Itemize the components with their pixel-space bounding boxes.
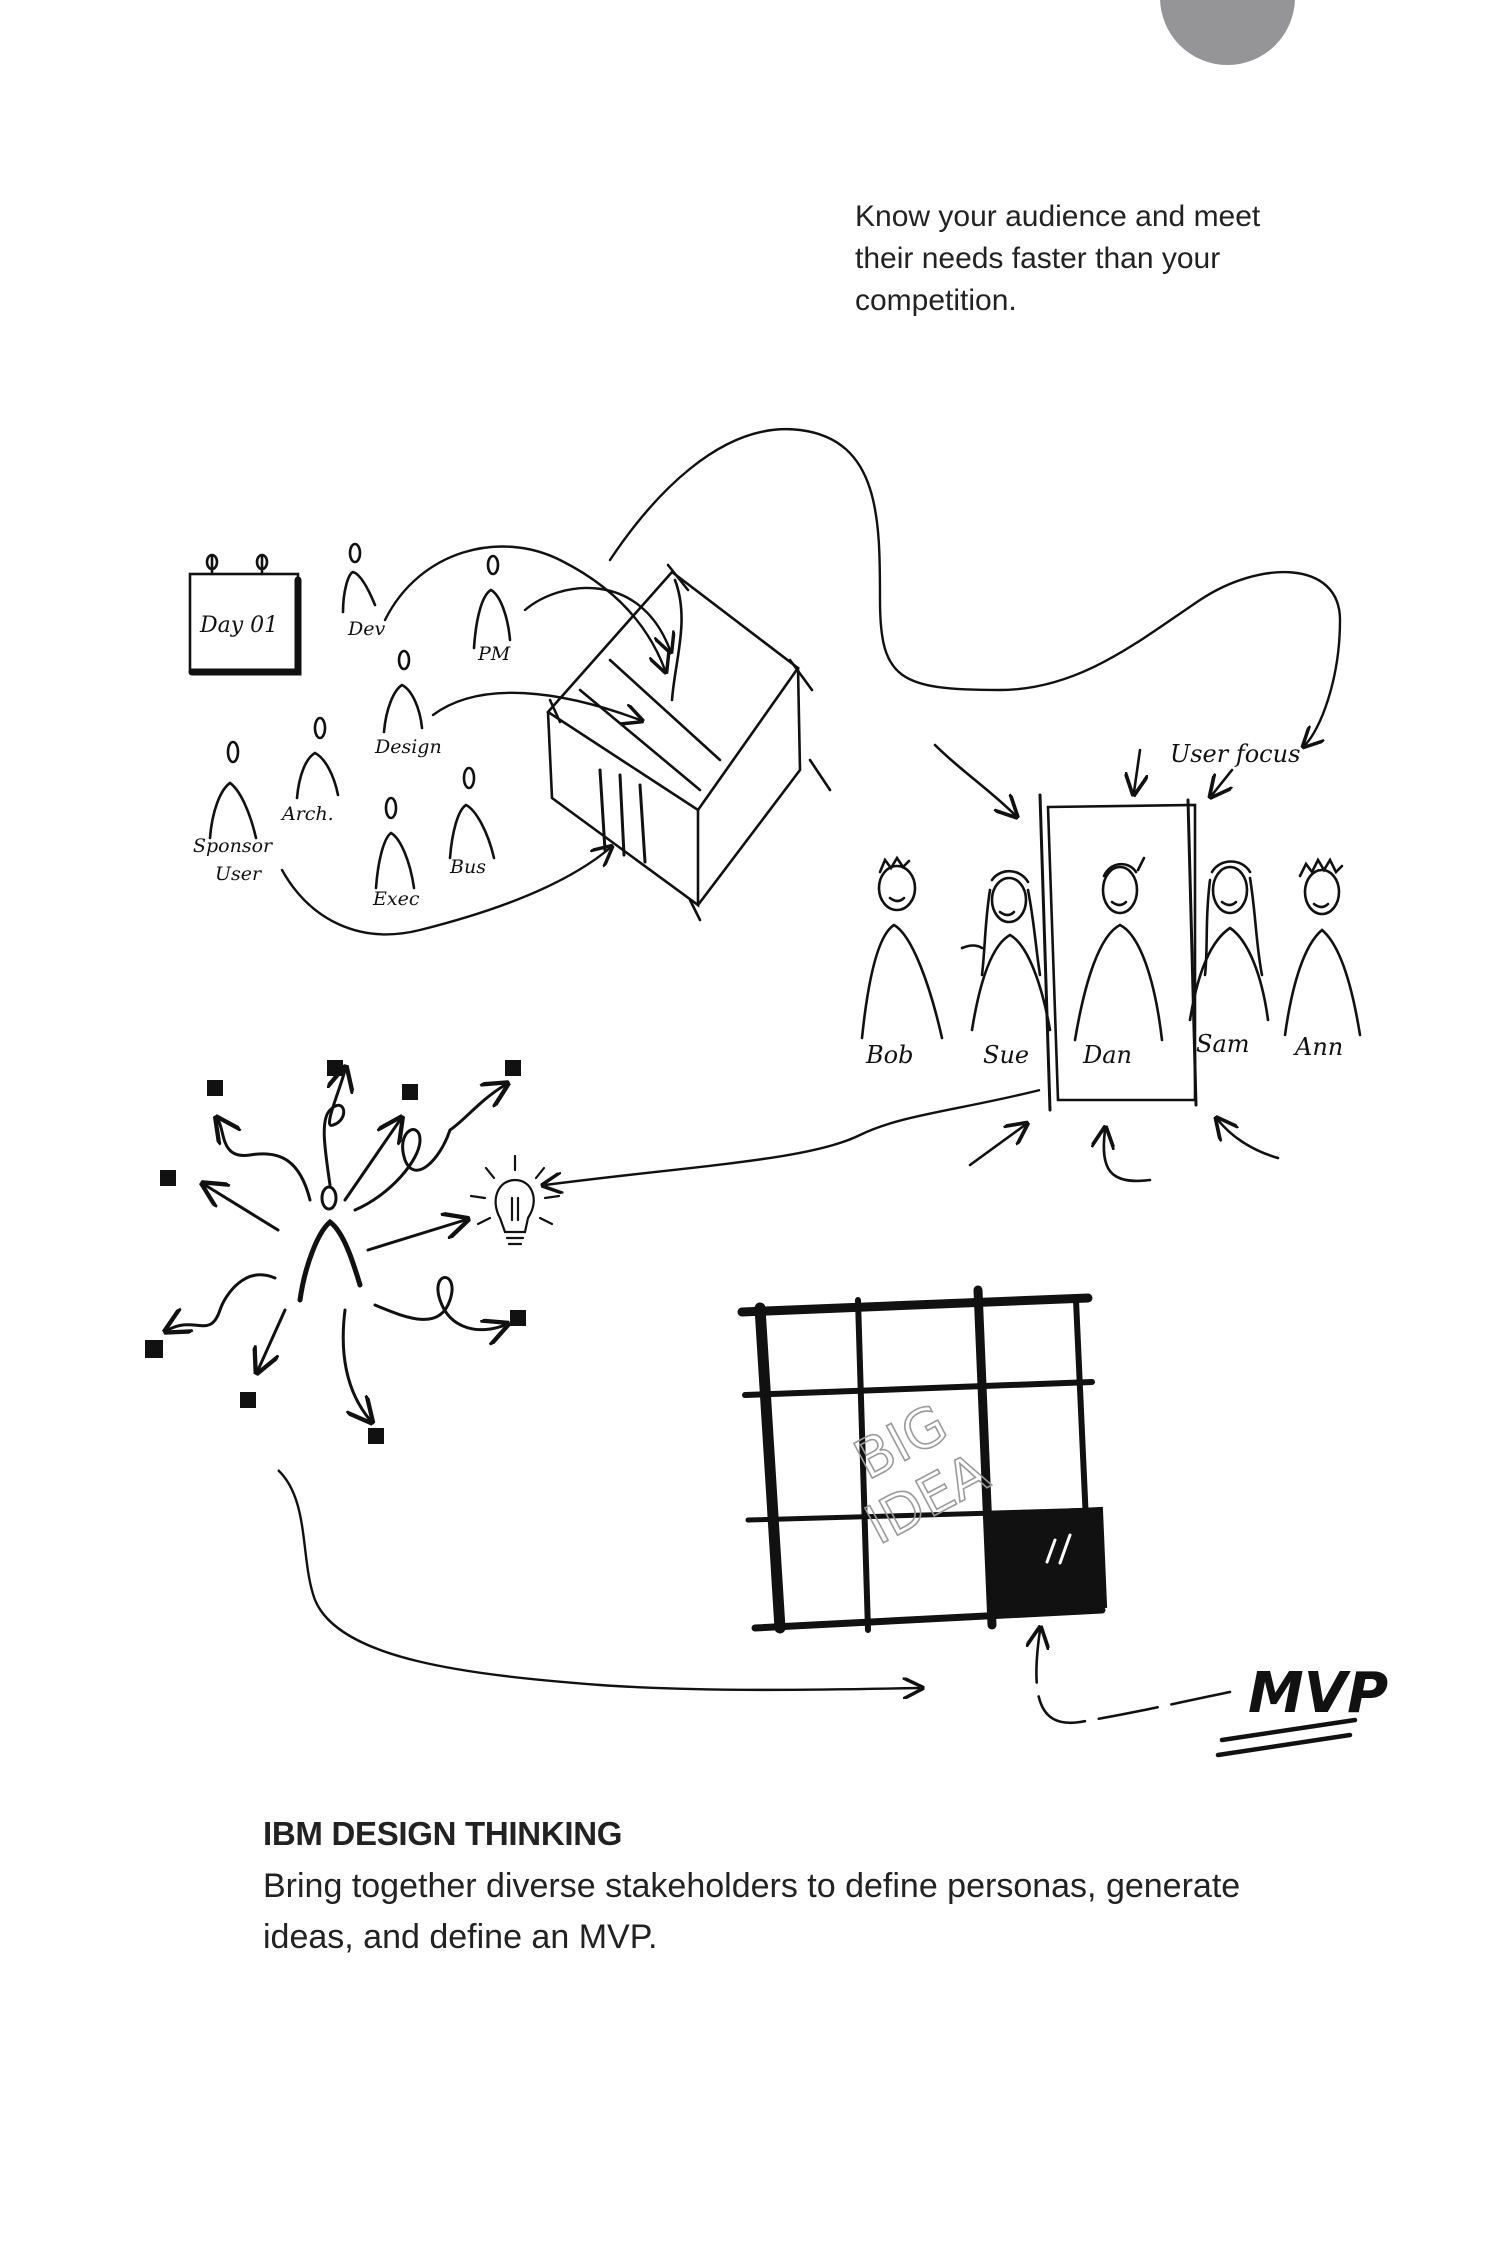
connector-arrow — [545, 1088, 1041, 1185]
role-label: Sponsor — [193, 835, 274, 857]
caption-line: ideas, and define an MVP. — [263, 1918, 658, 1956]
persona-name: Dan — [1082, 1041, 1132, 1069]
persona-sam — [1188, 860, 1270, 1022]
caption-title: IBM DESIGN THINKING — [263, 1815, 623, 1852]
persona-dan — [1073, 856, 1164, 1042]
persona-name: Bob — [865, 1041, 913, 1069]
ideation-group — [145, 1060, 561, 1444]
person-icon — [374, 796, 416, 890]
caption-body: Bring together diverse stakeholders to d… — [263, 1861, 1323, 1963]
idea-square-markers — [145, 1060, 526, 1444]
persona-group: User focus Bob — [860, 740, 1362, 1183]
person-icon — [472, 554, 512, 650]
role-label: Bus — [449, 856, 486, 878]
person-icon — [341, 542, 377, 614]
mvp-callout: MVP — [1036, 1630, 1388, 1758]
connector-arrow — [608, 427, 1342, 745]
mvp-label: MVP — [1248, 1661, 1388, 1726]
persona-bob — [860, 855, 944, 1040]
persona-name: Sam — [1196, 1030, 1250, 1058]
role-label: Design — [374, 736, 442, 758]
persona-name: Sue — [983, 1041, 1029, 1069]
persona-name: Ann — [1293, 1033, 1343, 1061]
role-label: Exec — [372, 888, 420, 910]
user-focus-callout: User focus — [1170, 740, 1300, 768]
connector-arrow — [280, 848, 610, 936]
person-icon — [295, 716, 340, 800]
building-sketch — [546, 563, 832, 922]
intro-line: competition. — [855, 284, 1017, 317]
connector-arrow — [277, 1469, 920, 1690]
person-icon — [208, 740, 258, 840]
caption-line: Bring together diverse stakeholders to d… — [263, 1867, 1241, 1905]
role-label: PM — [477, 643, 511, 665]
person-icon — [297, 1185, 363, 1303]
focus-frame — [1038, 793, 1198, 1112]
person-icon — [382, 649, 424, 734]
person-icon — [448, 766, 496, 860]
intro-text: Know your audience and meet their needs … — [855, 196, 1285, 322]
calendar-icon — [188, 553, 302, 676]
intro-line: their needs faster than your — [855, 242, 1221, 275]
role-label: Arch. — [280, 803, 334, 825]
stakeholder-arrows — [280, 427, 1342, 936]
connector-arrow — [523, 586, 670, 650]
lightbulb-icon — [469, 1154, 561, 1246]
stakeholder-group: Day 01 Dev PM Design Arch. — [188, 542, 512, 910]
calendar-label: Day 01 — [199, 613, 278, 638]
big-idea-grid: BIG IDEA — [737, 1285, 1108, 1634]
connector-arrow — [431, 691, 640, 720]
connector-arrow — [383, 545, 665, 671]
role-label: User — [215, 863, 263, 885]
role-label: Dev — [347, 618, 385, 640]
persona-ann — [1283, 857, 1362, 1037]
intro-line: Know your audience and meet — [855, 200, 1261, 233]
persona-sue — [960, 869, 1052, 1032]
